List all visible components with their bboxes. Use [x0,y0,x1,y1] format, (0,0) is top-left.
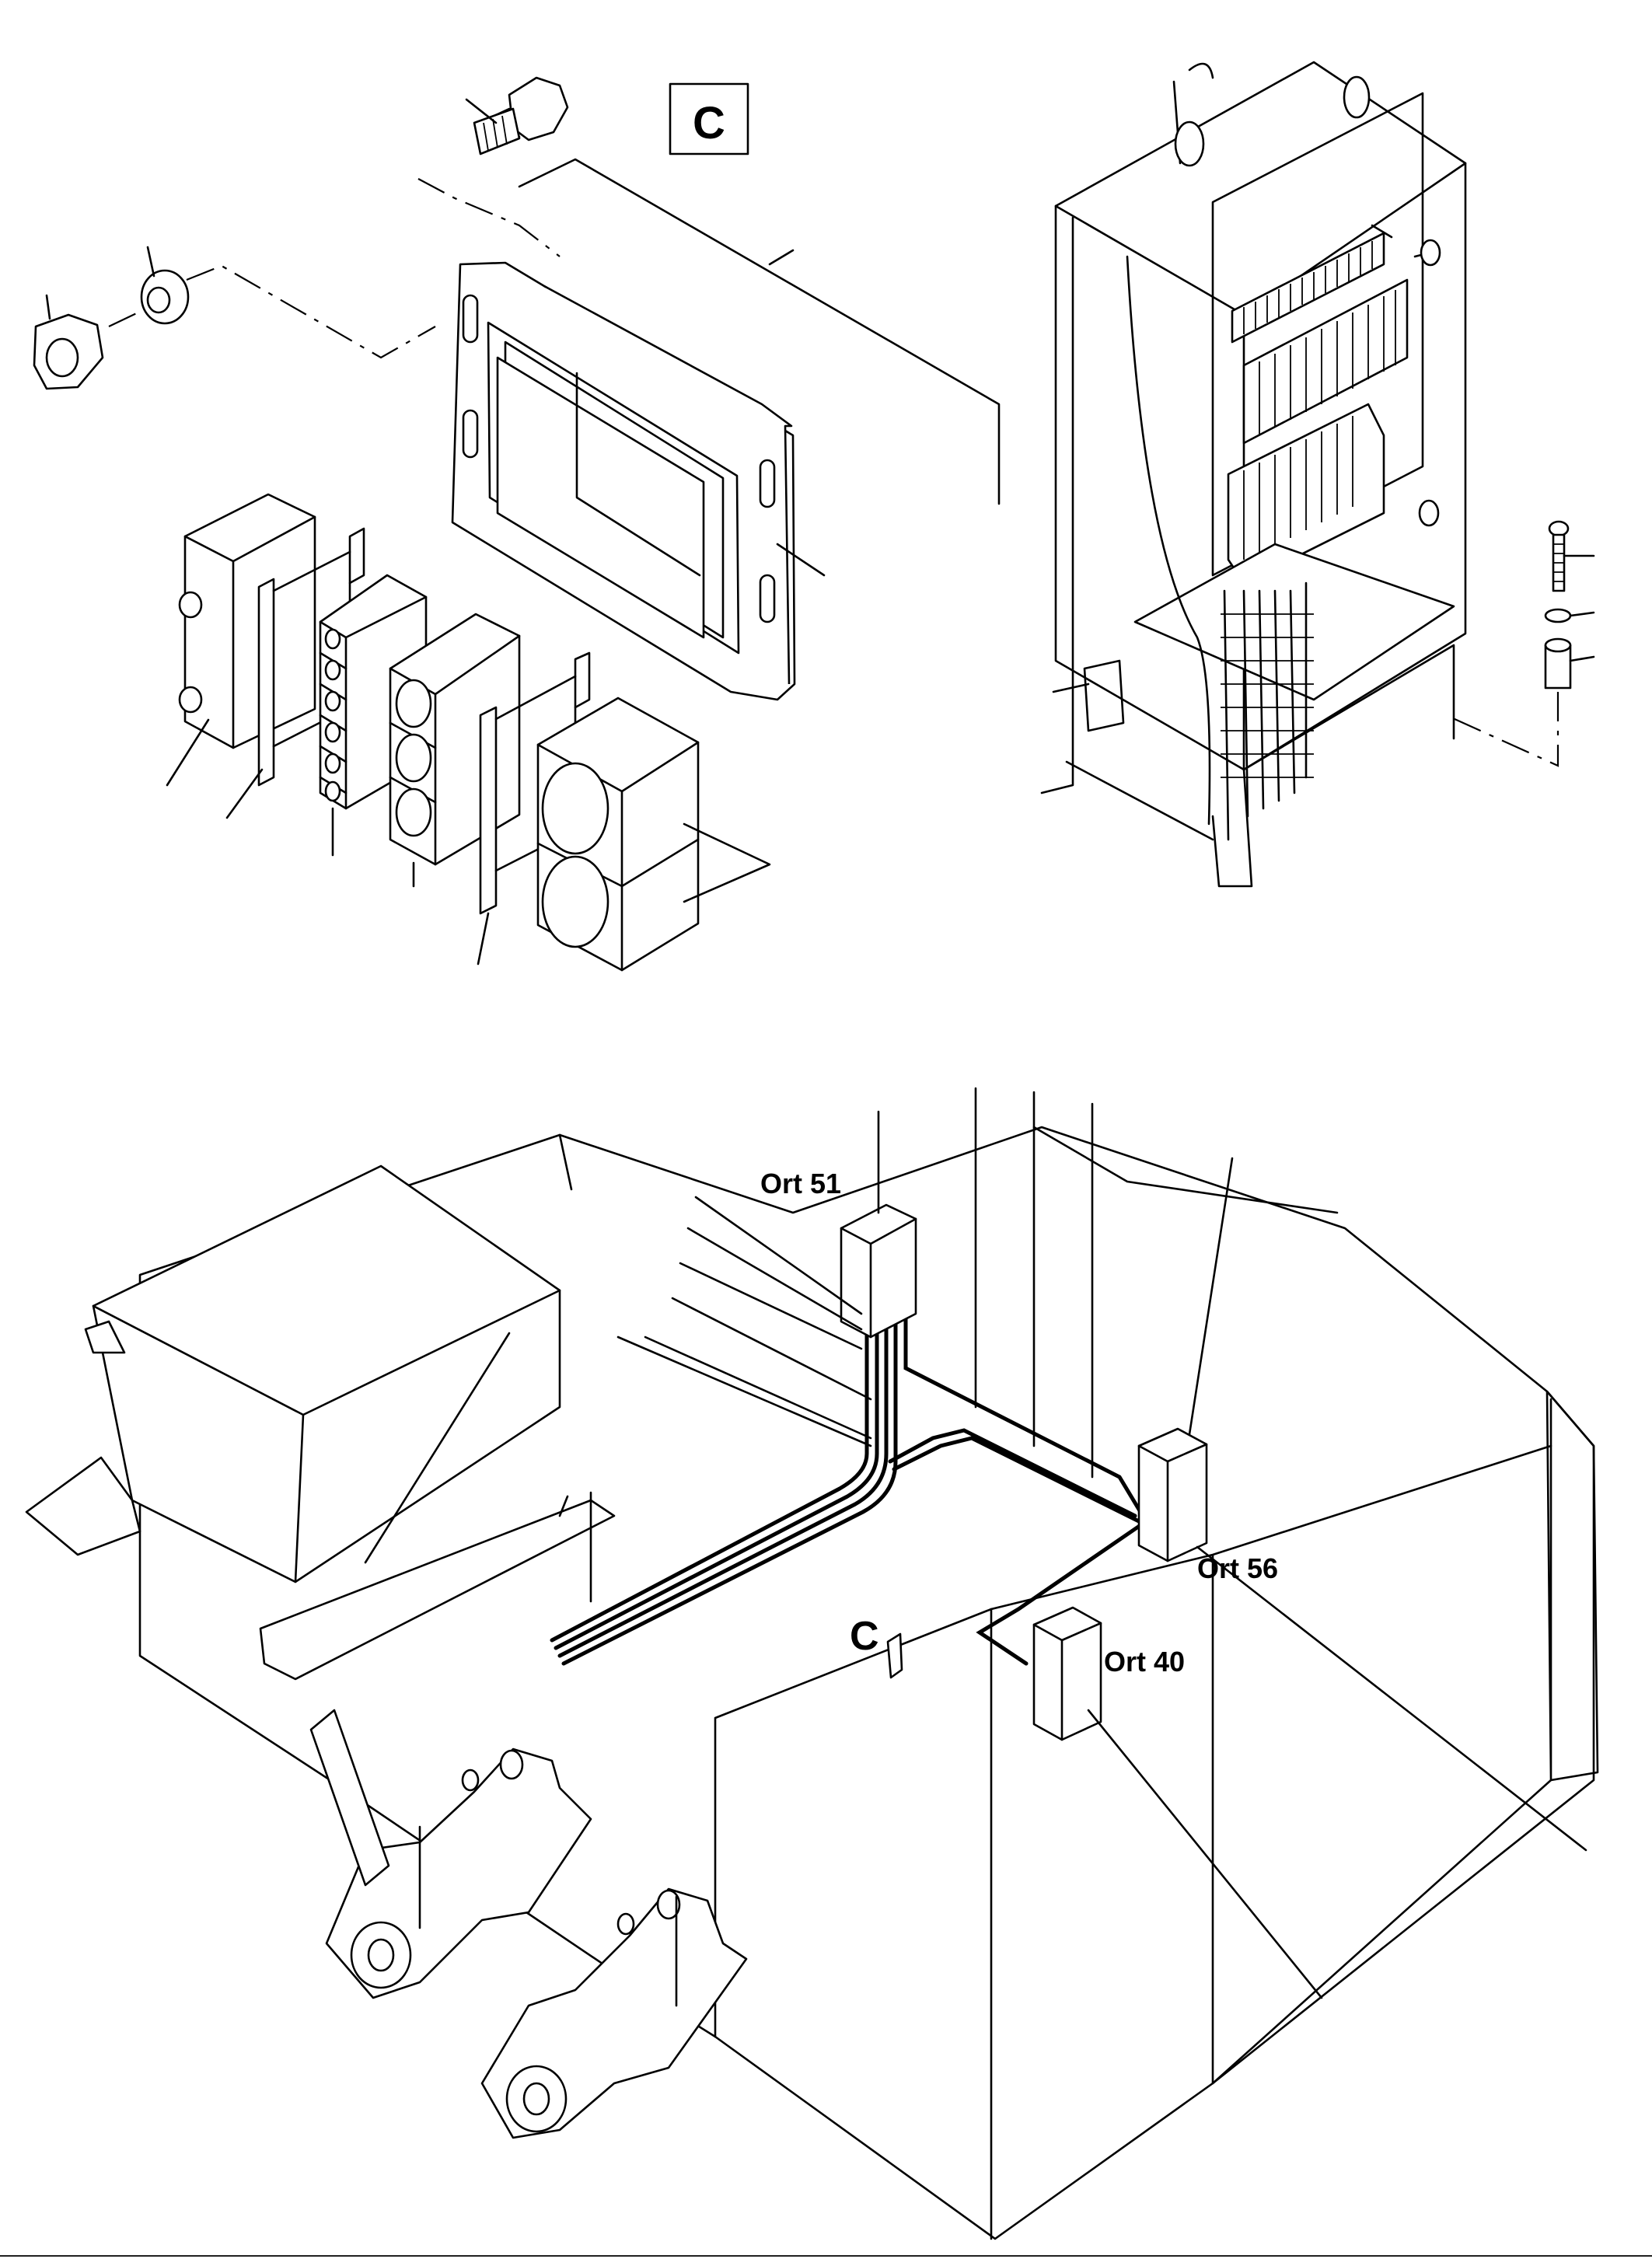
leader-tick [768,249,795,266]
junction-box-ort40 [1032,1606,1102,1741]
hopper [25,1164,616,1681]
washer-icon [140,246,190,325]
gland-frame-plate [451,261,826,701]
cabinet-hose [1126,255,1211,826]
insert-module-a [166,493,316,787]
cabinet-bracket [1052,659,1125,732]
centerline-nut [108,264,436,359]
label-ort40: Ort 40 [1104,1646,1185,1678]
terminal-rail-3 [1227,403,1385,585]
label-c-callout: C [850,1614,879,1659]
cabinet-gland-plate [1133,543,1455,701]
seal-block-two [536,697,771,972]
machine-base: Ort 51 Ort 56 Ort 40 C [25,1087,1599,2240]
detail-c-exploded-view: C [33,76,1001,972]
cable-harness [550,1265,1149,1666]
spacer-plate-2 [477,651,591,965]
side-bracket [309,1709,390,1887]
hex-bolt-icon [465,76,569,155]
mounting-bolt-set [1445,520,1595,767]
lifting-lug-1 [325,1747,592,1999]
hex-nut-icon [33,294,104,390]
label-ort51: Ort 51 [760,1168,841,1199]
centerline-bolt [417,178,561,257]
leaders-bottom [1087,1545,1587,1999]
detail-c-label: C [693,98,725,148]
leaders-left [616,1196,872,1447]
junction-box-ort56 [1137,1427,1208,1562]
leader-bolt [518,158,1001,505]
junction-box-ort51 [840,1203,917,1339]
leaders-top [877,1087,1234,1479]
terminal-rail-1 [1231,232,1385,344]
lifting-lug-2 [480,1887,748,2139]
terminal-rail-2 [1242,278,1409,445]
detail-c-marker: C [669,82,749,155]
label-ort56: Ort 56 [1197,1552,1278,1584]
cabinet-cable-bundle [1221,581,1314,841]
gland-location-mark [886,1632,903,1679]
control-cabinet [1040,61,1467,888]
